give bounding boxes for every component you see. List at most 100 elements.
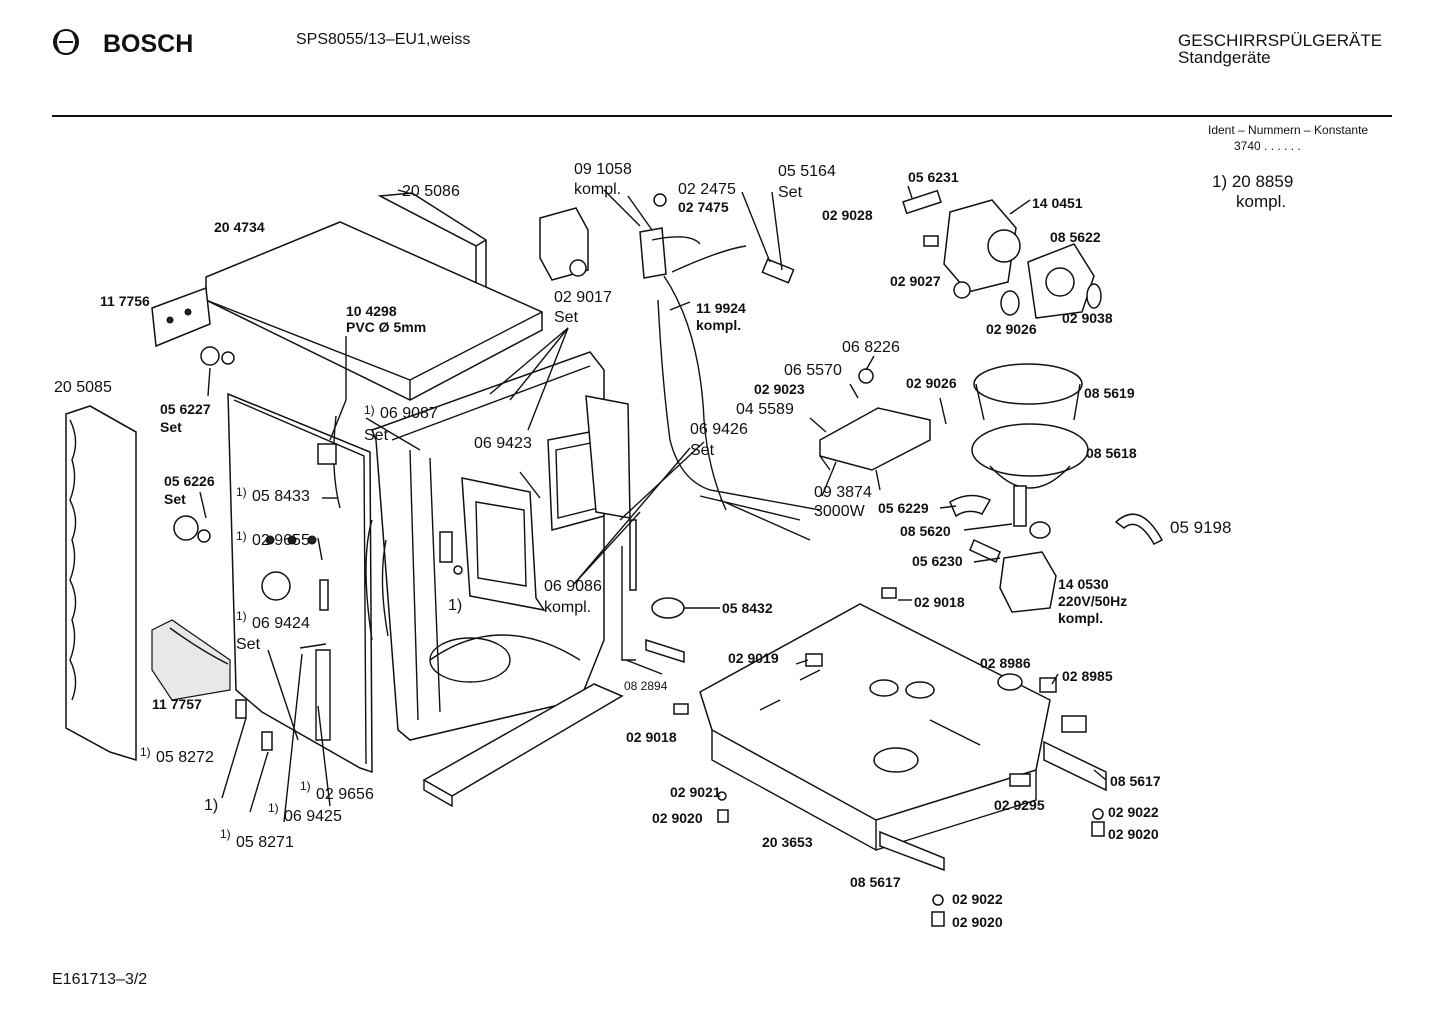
part-label: 06 9426	[690, 421, 748, 438]
belt-ring-drawing	[1114, 513, 1164, 545]
part-label: 3000W	[814, 503, 866, 520]
part-label: 05 6227	[160, 401, 211, 417]
part-label: 11 7757	[152, 696, 202, 712]
part-label: 02 9038	[1062, 310, 1113, 326]
part-label: 06 5570	[784, 362, 842, 379]
part-label: 02 9019	[728, 650, 779, 666]
part-label: 08 5617	[850, 874, 901, 890]
part-label: 02 9656	[316, 786, 374, 803]
part-label: 08 5622	[1050, 229, 1101, 245]
part-label: 1)	[268, 801, 279, 815]
part-label: 02 9022	[1108, 804, 1159, 820]
part-label: 06 9424	[252, 615, 310, 632]
brand-name: BOSCH	[103, 30, 193, 58]
model-title: SPS8055/13–EU1,weiss	[296, 31, 470, 48]
base-small-parts-drawing	[881, 587, 1087, 787]
part-label: 1)	[448, 597, 462, 614]
part-label: 02 9018	[626, 729, 677, 745]
pressure-switch-drawing	[621, 519, 685, 664]
part-label: 05 8432	[722, 600, 773, 616]
tub-gasket-drawing	[365, 519, 389, 641]
part-label: 20 5085	[54, 379, 112, 396]
part-label: 02 9020	[1108, 826, 1159, 842]
hose-clamps-drawing	[173, 346, 235, 543]
part-label: 220V/50Hz	[1058, 593, 1127, 609]
base-frame-drawing	[673, 603, 1051, 852]
terminals-drawing	[235, 699, 273, 751]
tub-cabinet-drawing	[371, 351, 605, 741]
part-label: 1)	[220, 827, 231, 841]
part-label: Set	[236, 636, 261, 653]
part-label: 05 6230	[912, 553, 963, 569]
part-label: 05 9198	[1170, 518, 1231, 537]
part-label: 06 9086	[544, 578, 602, 595]
footnote-reference: 1) 20 8859	[1212, 172, 1293, 191]
part-label: 06 9423	[474, 435, 532, 452]
part-label: 02 9018	[914, 594, 965, 610]
part-label: 08 2894	[624, 679, 668, 693]
part-label: 11 7756	[100, 293, 150, 309]
part-label: kompl.	[544, 599, 591, 616]
part-label: 02 8986	[980, 655, 1031, 671]
part-label: 05 8433	[252, 488, 310, 505]
part-label: 08 5617	[1110, 773, 1161, 789]
part-label: Set	[160, 419, 182, 435]
part-label: 02 8985	[1062, 668, 1113, 684]
part-label: 05 8272	[156, 749, 214, 766]
part-label: 10 4298	[346, 303, 397, 319]
part-label: 02 9028	[822, 207, 873, 223]
part-label: 05 8271	[236, 834, 294, 851]
part-label: 09 1058	[574, 161, 632, 178]
part-label: 05 6229	[878, 500, 929, 516]
part-label: 06 8226	[842, 339, 900, 356]
part-label: 02 9026	[986, 321, 1037, 337]
part-label: 02 7475	[678, 199, 729, 215]
water-softener-drawing	[539, 207, 589, 281]
part-label: 11 9924	[696, 300, 746, 316]
part-label: kompl.	[574, 181, 621, 198]
part-label: Set	[364, 427, 389, 444]
part-label: kompl.	[1058, 610, 1103, 626]
part-label: 05 6231	[908, 169, 959, 185]
part-label: 02 9026	[906, 375, 957, 391]
part-label: 08 5620	[900, 523, 951, 539]
part-label: 08 5619	[1084, 385, 1135, 401]
part-label: 02 9020	[952, 914, 1003, 930]
part-label: 02 2475	[678, 181, 736, 198]
part-label: Set	[554, 309, 579, 326]
part-label: 20 5086	[402, 183, 460, 200]
footnote-reference-kompl: kompl.	[1236, 192, 1286, 211]
part-label: 06 9087	[380, 405, 438, 422]
part-label: 1)	[300, 779, 311, 793]
drain-pump-drawing	[949, 494, 1057, 613]
part-label: 1)	[236, 485, 247, 499]
part-label: Set	[164, 491, 186, 507]
part-label: 05 6226	[164, 473, 215, 489]
part-label: 02 9023	[754, 381, 805, 397]
part-label: 02 9022	[952, 891, 1003, 907]
part-label: 02 9020	[652, 810, 703, 826]
part-label: 08 5618	[1086, 445, 1137, 461]
part-label: 14 0451	[1032, 195, 1083, 211]
category-title: GESCHIRRSPÜLGERÄTE	[1178, 31, 1382, 50]
part-label: 02 9017	[554, 289, 612, 306]
part-label: 20 4734	[214, 219, 265, 235]
part-label: 14 0530	[1058, 576, 1109, 592]
part-label: 04 5589	[736, 401, 794, 418]
feet-drawing	[717, 740, 1107, 927]
subcategory-title: Standgeräte	[1178, 48, 1271, 67]
part-label: 09 3874	[814, 484, 872, 501]
kickplate-drawing	[422, 683, 624, 808]
part-label: 06 9425	[284, 808, 342, 825]
part-label: Set	[690, 442, 715, 459]
part-label: 02 9655	[252, 532, 310, 549]
part-label: 02 9295	[994, 797, 1045, 813]
door-panel-drawing	[227, 392, 373, 774]
ident-value: 3740 . . . . . .	[1234, 139, 1301, 153]
part-label: kompl.	[696, 317, 741, 333]
bosch-armature-icon	[53, 29, 79, 55]
part-label: 1)	[140, 745, 151, 759]
part-label: 02 9021	[670, 784, 721, 800]
sump-filter-drawing	[971, 363, 1089, 539]
part-label: 20 3653	[762, 834, 813, 850]
